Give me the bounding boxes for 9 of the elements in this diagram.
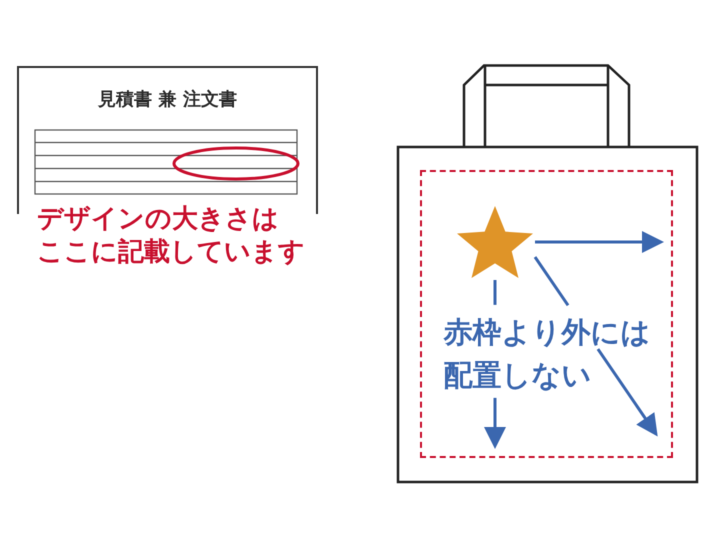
arrow: [535, 231, 664, 253]
star-icon: [456, 206, 532, 278]
document-title: 見積書 兼 注文書: [96, 88, 238, 112]
arrow: [534, 256, 658, 436]
arrow: [484, 278, 506, 449]
tote-bag: [396, 63, 699, 484]
note-text: デザインの大きさはここに記載しています: [37, 203, 306, 269]
frame-note: 赤枠より外には配置しない: [444, 314, 652, 394]
dashed-frame: [420, 170, 673, 458]
